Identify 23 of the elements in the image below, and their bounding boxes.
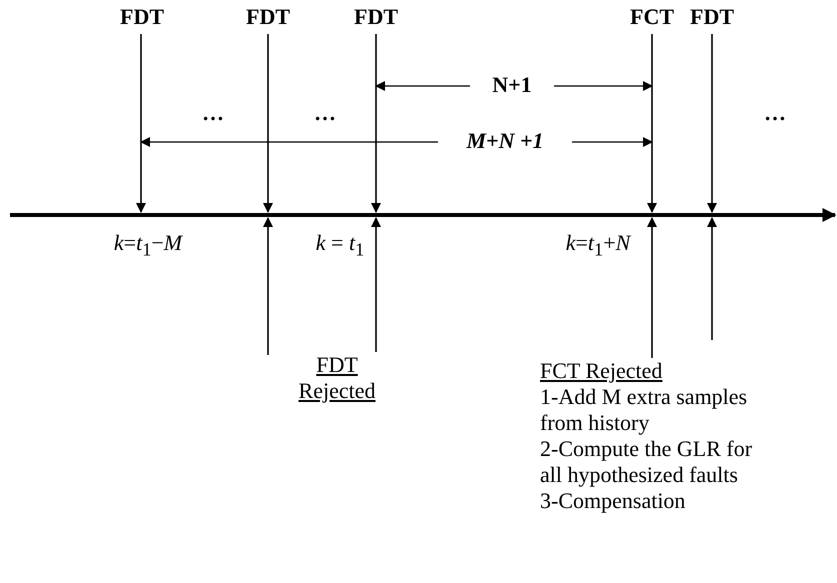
arrow <box>707 34 717 213</box>
arrow <box>136 34 146 213</box>
time-axis <box>10 208 836 222</box>
arrow <box>647 34 657 213</box>
test-label: FDT <box>346 4 406 34</box>
note-text: FDT Rejected <box>297 352 377 404</box>
test-label: FDT <box>682 4 742 34</box>
arrow <box>263 217 273 355</box>
test-label: FCT <box>622 4 682 34</box>
arrow <box>371 34 381 213</box>
note-heading: FCT Rejected <box>540 358 664 384</box>
arrow <box>647 217 657 358</box>
arrow <box>263 34 273 213</box>
note-text: 1-Add M extra samples from history <box>540 384 748 436</box>
time-label: k = t$_{1}$ <box>314 230 366 262</box>
time-label: k=t$_{1}$+N <box>564 230 632 262</box>
test-label: FDT <box>112 4 172 34</box>
time-label: k=t$_{1}$−M <box>112 230 184 262</box>
arrow <box>371 217 381 352</box>
test-label: FDT <box>238 4 298 34</box>
note-text: 3-Compensation <box>540 488 686 514</box>
note-text: 2-Compute the GLR for all hypothesized faults <box>540 436 754 488</box>
arrow <box>707 217 717 340</box>
